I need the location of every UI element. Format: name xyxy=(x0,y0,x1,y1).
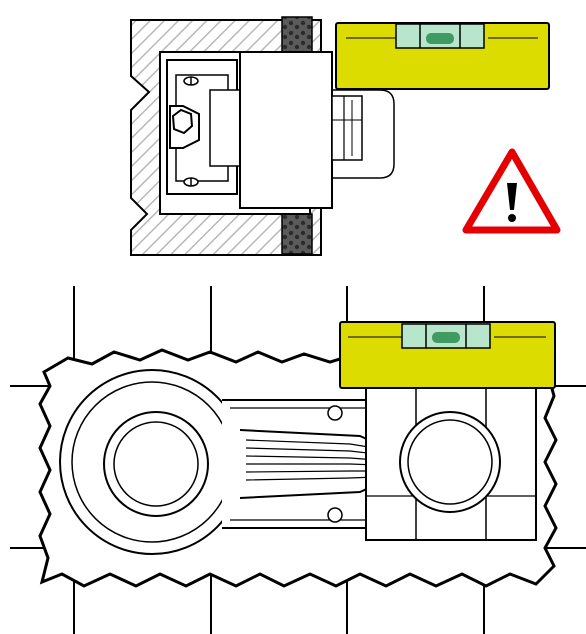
screw-bottom xyxy=(183,177,199,187)
hex-nut xyxy=(169,105,200,149)
spirit-level-icon xyxy=(335,22,550,90)
screw-top xyxy=(183,76,199,86)
insulation-strip-top xyxy=(281,16,313,54)
spirit-level-icon xyxy=(339,321,556,389)
insulation-strip-bottom xyxy=(281,213,313,255)
outlet-block-front xyxy=(365,387,537,541)
warning-triangle-icon xyxy=(462,148,561,234)
outlet-block xyxy=(239,51,333,209)
valve-housing xyxy=(166,59,241,195)
valve-round-body xyxy=(59,369,245,555)
side-fitting xyxy=(331,89,395,179)
